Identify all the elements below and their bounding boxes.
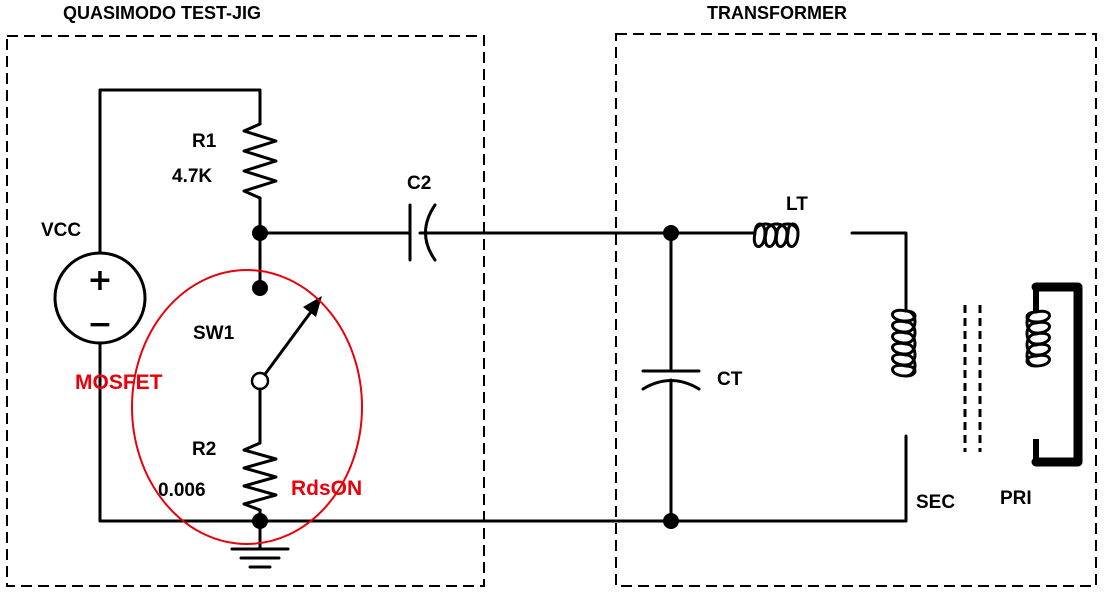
vcc-minus-sign: −: [87, 307, 112, 342]
label-ct: CT: [717, 369, 743, 390]
inductor-pri-icon: [1025, 309, 1051, 368]
inductor-sec-icon: [891, 308, 917, 378]
annotation-rdson: RdsON: [291, 477, 362, 500]
label-pri: PRI: [1000, 488, 1032, 509]
switch-sw1-contact: [252, 280, 268, 296]
switch-sw1-arm-icon: [258, 303, 318, 383]
transformer-boundary: [615, 33, 1097, 587]
junction-ct-bottom: [663, 513, 679, 529]
label-r1: R1: [192, 131, 217, 152]
inductor-lt-icon: [752, 222, 800, 248]
label-c2: C2: [407, 173, 431, 194]
wire-lt-to-sec: [850, 231, 908, 313]
junction-r1-node: [252, 225, 268, 241]
test-jig-title: QUASIMODO TEST-JIG: [63, 3, 261, 23]
label-sec: SEC: [916, 492, 955, 513]
resistor-r2-icon: [242, 441, 278, 512]
junction-ct-top: [663, 225, 679, 241]
pri-bracket: [1031, 282, 1083, 467]
switch-sw1-arrow-icon: [303, 296, 322, 317]
label-r1-value: 4.7K: [172, 166, 212, 187]
transformer-core-icon: [963, 305, 982, 452]
transformer-title: TRANSFORMER: [707, 3, 847, 23]
label-r2-value: 0.006: [158, 480, 206, 501]
battery-source-icon: [53, 251, 147, 345]
wire-top: [98, 88, 262, 255]
label-r2: R2: [192, 439, 216, 460]
junction-ground-node: [252, 513, 268, 529]
label-vcc: VCC: [41, 220, 81, 241]
label-lt: LT: [786, 194, 808, 215]
switch-sw1-pivot: [250, 371, 270, 391]
resistor-r1-icon: [242, 122, 278, 200]
mosfet-highlight-ellipse: [131, 269, 363, 545]
vcc-plus-sign: +: [87, 263, 112, 298]
label-sw1: SW1: [193, 323, 235, 344]
test-jig-boundary: [6, 35, 485, 587]
ground-icon: [230, 547, 290, 569]
wire-bottom: [98, 341, 908, 523]
annotation-mosfet: MOSFET: [75, 371, 163, 394]
